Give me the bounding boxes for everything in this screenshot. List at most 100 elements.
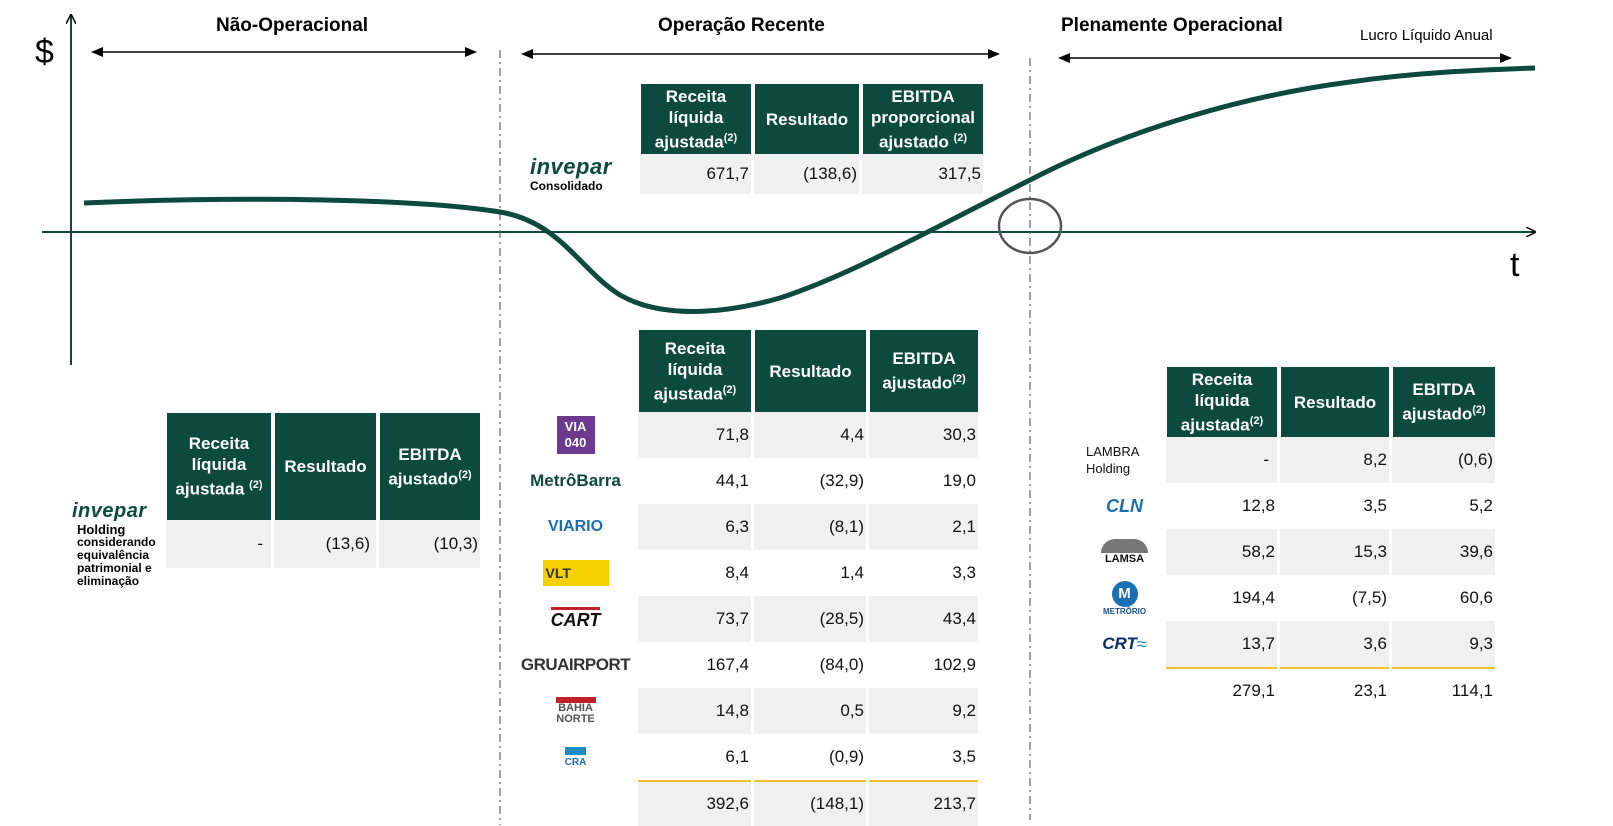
cell: 3,3 bbox=[952, 563, 976, 582]
lambra-holding-label: LAMBRA Holding bbox=[1086, 437, 1163, 483]
cell: 13,7 bbox=[1166, 621, 1277, 667]
cell: 5,2 bbox=[1469, 496, 1493, 515]
cell: 8,2 bbox=[1280, 437, 1389, 483]
cell: 102,9 bbox=[933, 655, 976, 674]
cell: 19,0 bbox=[942, 471, 976, 490]
header-ebitda: EBITDA ajustado(2) bbox=[869, 330, 978, 412]
cell: 9,2 bbox=[869, 688, 978, 734]
cell: 12,8 bbox=[1241, 496, 1275, 515]
cell: (32,9) bbox=[819, 471, 864, 490]
metrorio-icon: M bbox=[1111, 580, 1138, 607]
breakeven-circle bbox=[997, 197, 1063, 255]
phase-title-recent: Operação Recente bbox=[658, 15, 825, 36]
cell: 671,7 bbox=[640, 154, 751, 194]
cell: 73,7 bbox=[638, 596, 751, 642]
cell: (84,0) bbox=[819, 655, 864, 674]
total-logo-spacer bbox=[1086, 667, 1163, 713]
full-operation-table: Receita líquida ajustada(2) Resultado EB… bbox=[1083, 367, 1498, 713]
cell: 44,1 bbox=[715, 471, 749, 490]
cell: 194,4 bbox=[1232, 588, 1275, 607]
cell: 14,8 bbox=[638, 688, 751, 734]
holding-table: Receita líquida ajustada (2) Resultado E… bbox=[163, 413, 483, 568]
consolidated-table: Receita líquida ajustada(2) Resultado EB… bbox=[637, 84, 986, 194]
consolidated-label: Consolidado bbox=[530, 179, 603, 193]
cell: 30,3 bbox=[869, 412, 978, 458]
cell: 0,5 bbox=[754, 688, 866, 734]
header-receita: Receita líquida ajustada(2) bbox=[1166, 367, 1277, 437]
cell: (8,1) bbox=[754, 504, 866, 550]
gruairport-logo: GRUAIRPORT bbox=[516, 642, 635, 688]
holding-label-line: Holding bbox=[77, 522, 126, 537]
viario-logo: VIARIO bbox=[516, 504, 635, 550]
header-ebitda: EBITDA ajustado(2) bbox=[1392, 367, 1495, 437]
cell: 6,1 bbox=[725, 747, 749, 766]
header-resultado: Resultado bbox=[274, 413, 376, 520]
cell: 4,4 bbox=[754, 412, 866, 458]
cart-logo: CART bbox=[516, 596, 635, 642]
recent-operation-table: Receita líquida ajustada(2) Resultado EB… bbox=[513, 330, 981, 826]
crt-wave-icon: ≈ bbox=[1136, 633, 1147, 654]
crt-logo: CRT≈ bbox=[1086, 621, 1163, 667]
logo-column-header bbox=[1086, 367, 1163, 437]
total-logo-spacer bbox=[516, 780, 635, 826]
cell: (13,6) bbox=[274, 520, 376, 568]
header-ebitda: EBITDA proporcional ajustado (2) bbox=[862, 84, 983, 154]
header-resultado: Resultado bbox=[754, 330, 866, 412]
cell: 58,2 bbox=[1166, 529, 1277, 575]
invepar-logo-holding: invepar bbox=[72, 500, 147, 522]
cell: 39,6 bbox=[1392, 529, 1495, 575]
cln-logo: CLN bbox=[1086, 483, 1163, 529]
holding-label-line: considerando bbox=[77, 535, 156, 549]
cra-logo: CRA bbox=[516, 734, 635, 780]
cell: 2,1 bbox=[869, 504, 978, 550]
cell: 60,6 bbox=[1459, 588, 1493, 607]
header-receita: Receita líquida ajustada(2) bbox=[640, 84, 751, 154]
cell: 71,8 bbox=[638, 412, 751, 458]
cell: 3,5 bbox=[1363, 496, 1387, 515]
lamsa-logo: LAMSA bbox=[1086, 529, 1163, 575]
total-cell: 279,1 bbox=[1166, 667, 1277, 713]
phase-title-full: Plenamente Operacional bbox=[1061, 15, 1283, 36]
cell: 9,3 bbox=[1392, 621, 1495, 667]
cell: (0,6) bbox=[1392, 437, 1495, 483]
total-cell: 213,7 bbox=[869, 780, 978, 826]
cell: 15,3 bbox=[1280, 529, 1389, 575]
total-cell: (148,1) bbox=[754, 780, 866, 826]
phase-title-non-operational: Não-Operacional bbox=[216, 15, 369, 36]
cell: 3,6 bbox=[1280, 621, 1389, 667]
header-resultado: Resultado bbox=[754, 84, 859, 154]
vlt-logo: VLT bbox=[516, 550, 635, 596]
header-resultado: Resultado bbox=[1280, 367, 1389, 437]
cell: 6,3 bbox=[638, 504, 751, 550]
cell: 167,4 bbox=[706, 655, 749, 674]
metrobarra-logo: MetrôBarra bbox=[516, 458, 635, 504]
cell: 3,5 bbox=[952, 747, 976, 766]
cell: (7,5) bbox=[1352, 588, 1387, 607]
holding-label-line: eliminação bbox=[77, 574, 140, 588]
cell: (0,9) bbox=[829, 747, 864, 766]
total-cell: 392,6 bbox=[638, 780, 751, 826]
cell: 43,4 bbox=[869, 596, 978, 642]
profit-curve bbox=[83, 65, 1536, 314]
y-axis-label: $ bbox=[35, 33, 54, 71]
header-receita: Receita líquida ajustada (2) bbox=[166, 413, 271, 520]
bahianorte-logo: BAHIA NORTE bbox=[516, 688, 635, 734]
cell: (138,6) bbox=[754, 154, 859, 194]
curve-label: Lucro Líquido Anual bbox=[1360, 27, 1493, 44]
via040-logo: VIA 040 bbox=[516, 412, 635, 458]
holding-label-line: equivalência bbox=[77, 548, 150, 562]
cell: - bbox=[166, 520, 271, 568]
holding-label: Holding considerando equivalência patrim… bbox=[77, 523, 156, 588]
cell: 317,5 bbox=[862, 154, 983, 194]
total-cell: 23,1 bbox=[1280, 667, 1389, 713]
logo-column-header bbox=[516, 330, 635, 412]
cell: (28,5) bbox=[754, 596, 866, 642]
holding-label-line: patrimonial e bbox=[77, 561, 152, 575]
total-cell: 114,1 bbox=[1392, 667, 1495, 713]
header-ebitda: EBITDA ajustado(2) bbox=[379, 413, 480, 520]
header-receita: Receita líquida ajustada(2) bbox=[638, 330, 751, 412]
cell: - bbox=[1166, 437, 1277, 483]
cell: (10,3) bbox=[379, 520, 480, 568]
